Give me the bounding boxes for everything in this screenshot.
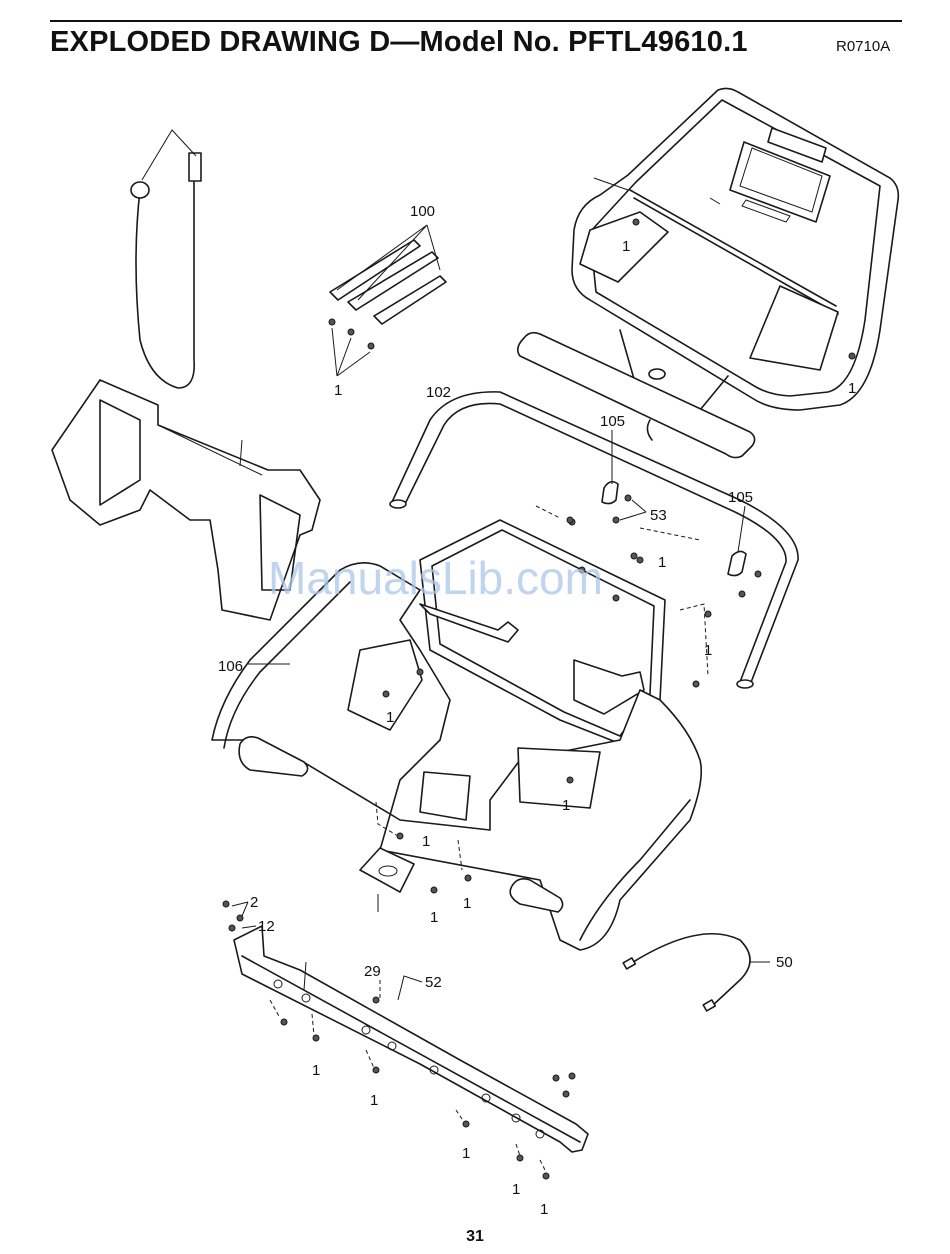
label-29: 29 <box>364 963 381 980</box>
label-50: 50 <box>776 954 793 971</box>
small-plate <box>360 848 414 912</box>
label-1-plate-right: 1 <box>463 895 471 912</box>
label-1-frame-top: 1 <box>658 554 666 571</box>
label-102: 102 <box>426 384 451 401</box>
label-1-brackets: 1 <box>334 382 342 399</box>
label-1-crossbar-a: 1 <box>312 1062 320 1079</box>
bracket-set-100 <box>329 225 446 376</box>
label-1-console-right: 1 <box>848 380 856 397</box>
page-number: 31 <box>0 1228 950 1246</box>
label-1-console: 1 <box>622 238 630 255</box>
label-12: 12 <box>258 918 275 935</box>
label-1-frame-right: 1 <box>704 642 712 659</box>
label-1-crossbar-d: 1 <box>512 1181 520 1198</box>
strap-part <box>131 130 201 388</box>
label-106: 106 <box>218 658 243 675</box>
label-1-plate: 1 <box>430 909 438 926</box>
label-105-right: 105 <box>728 489 753 506</box>
label-105-left: 105 <box>600 413 625 430</box>
cable-50 <box>623 934 770 1011</box>
watermark: ManualsLib.com <box>268 552 603 604</box>
console-assembly <box>518 88 899 457</box>
label-1-shroud-left: 1 <box>386 709 394 726</box>
label-1-shroud-right: 1 <box>562 797 570 814</box>
label-100: 100 <box>410 203 435 220</box>
label-1-crossbar-c: 1 <box>462 1145 470 1162</box>
crossbar <box>234 926 588 1152</box>
label-1-crossbar-e: 1 <box>540 1201 548 1218</box>
label-1-crossbar-b: 1 <box>370 1092 378 1109</box>
label-1-shroud-bottom: 1 <box>422 833 430 850</box>
label-52: 52 <box>425 974 442 991</box>
label-53: 53 <box>650 507 667 524</box>
label-2: 2 <box>250 894 258 911</box>
